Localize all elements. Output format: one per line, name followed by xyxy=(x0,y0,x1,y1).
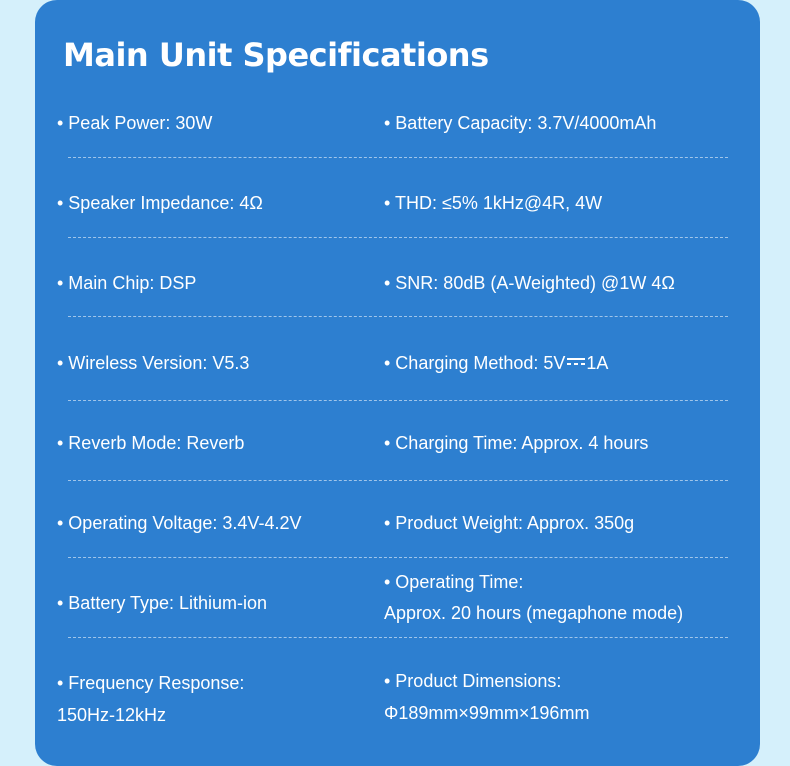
spec-frequency-response-label: • Frequency Response: xyxy=(57,673,245,693)
dc-symbol-icon xyxy=(567,357,586,367)
divider xyxy=(68,157,728,158)
spec-product-dimensions-label: • Product Dimensions: xyxy=(384,671,562,691)
divider xyxy=(68,400,728,401)
specifications-card: Main Unit Specifications • Peak Power: 3… xyxy=(35,0,760,766)
page-title: Main Unit Specifications xyxy=(63,36,489,74)
divider xyxy=(68,557,728,558)
spec-battery-capacity: • Battery Capacity: 3.7V/4000mAh xyxy=(384,113,657,133)
charging-method-label: • Charging Method: 5V xyxy=(384,353,566,373)
spec-operating-time-value: Approx. 20 hours (megaphone mode) xyxy=(384,603,684,623)
spec-operating-time-label: • Operating Time: xyxy=(384,572,524,592)
divider xyxy=(68,637,728,638)
spec-reverb-mode: • Reverb Mode: Reverb xyxy=(57,433,245,453)
spec-snr: • SNR: 80dB (A-Weighted) @1W 4Ω xyxy=(384,273,675,293)
divider xyxy=(68,237,728,238)
spec-product-dimensions-value: Φ189mm×99mm×196mm xyxy=(384,703,590,723)
spec-charging-time: • Charging Time: Approx. 4 hours xyxy=(384,433,649,453)
spec-thd: • THD: ≤5% 1kHz@4R, 4W xyxy=(384,193,603,213)
spec-frequency-response-value: 150Hz-12kHz xyxy=(57,705,167,725)
spec-charging-method: • Charging Method: 5V 1A xyxy=(384,347,608,379)
divider xyxy=(68,316,728,317)
divider xyxy=(68,480,728,481)
spec-wireless-version: • Wireless Version: V5.3 xyxy=(57,353,250,373)
spec-product-weight: • Product Weight: Approx. 350g xyxy=(384,513,635,533)
spec-peak-power: • Peak Power: 30W xyxy=(57,113,213,133)
spec-main-chip: • Main Chip: DSP xyxy=(57,273,197,293)
spec-battery-type: • Battery Type: Lithium-ion xyxy=(57,593,268,613)
spec-speaker-impedance: • Speaker Impedance: 4Ω xyxy=(57,193,263,213)
charging-method-current: 1A xyxy=(586,353,609,373)
spec-operating-voltage: • Operating Voltage: 3.4V-4.2V xyxy=(57,513,302,533)
